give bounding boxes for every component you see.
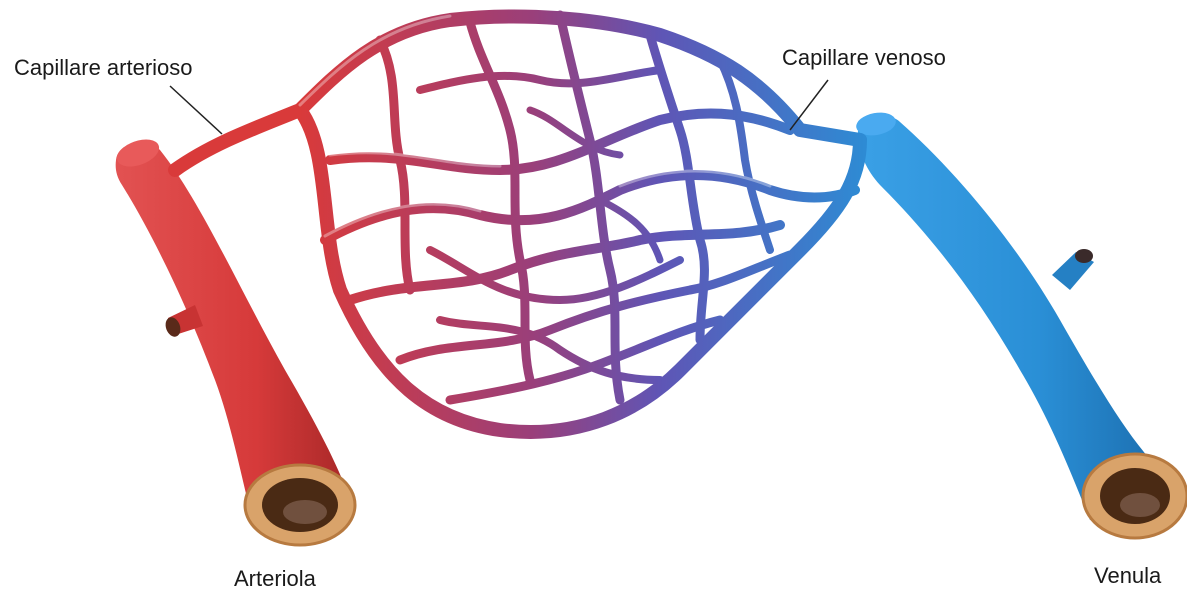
label-capillare-venoso: Capillare venoso bbox=[782, 45, 946, 71]
leader-line-capillare-venoso bbox=[790, 80, 828, 130]
leader-line-capillare-arterioso bbox=[170, 86, 222, 134]
label-arteriola: Arteriola bbox=[234, 566, 316, 592]
label-venula: Venula bbox=[1094, 563, 1161, 589]
label-capillare-arterioso: Capillare arterioso bbox=[14, 55, 193, 81]
venule bbox=[854, 110, 1187, 538]
